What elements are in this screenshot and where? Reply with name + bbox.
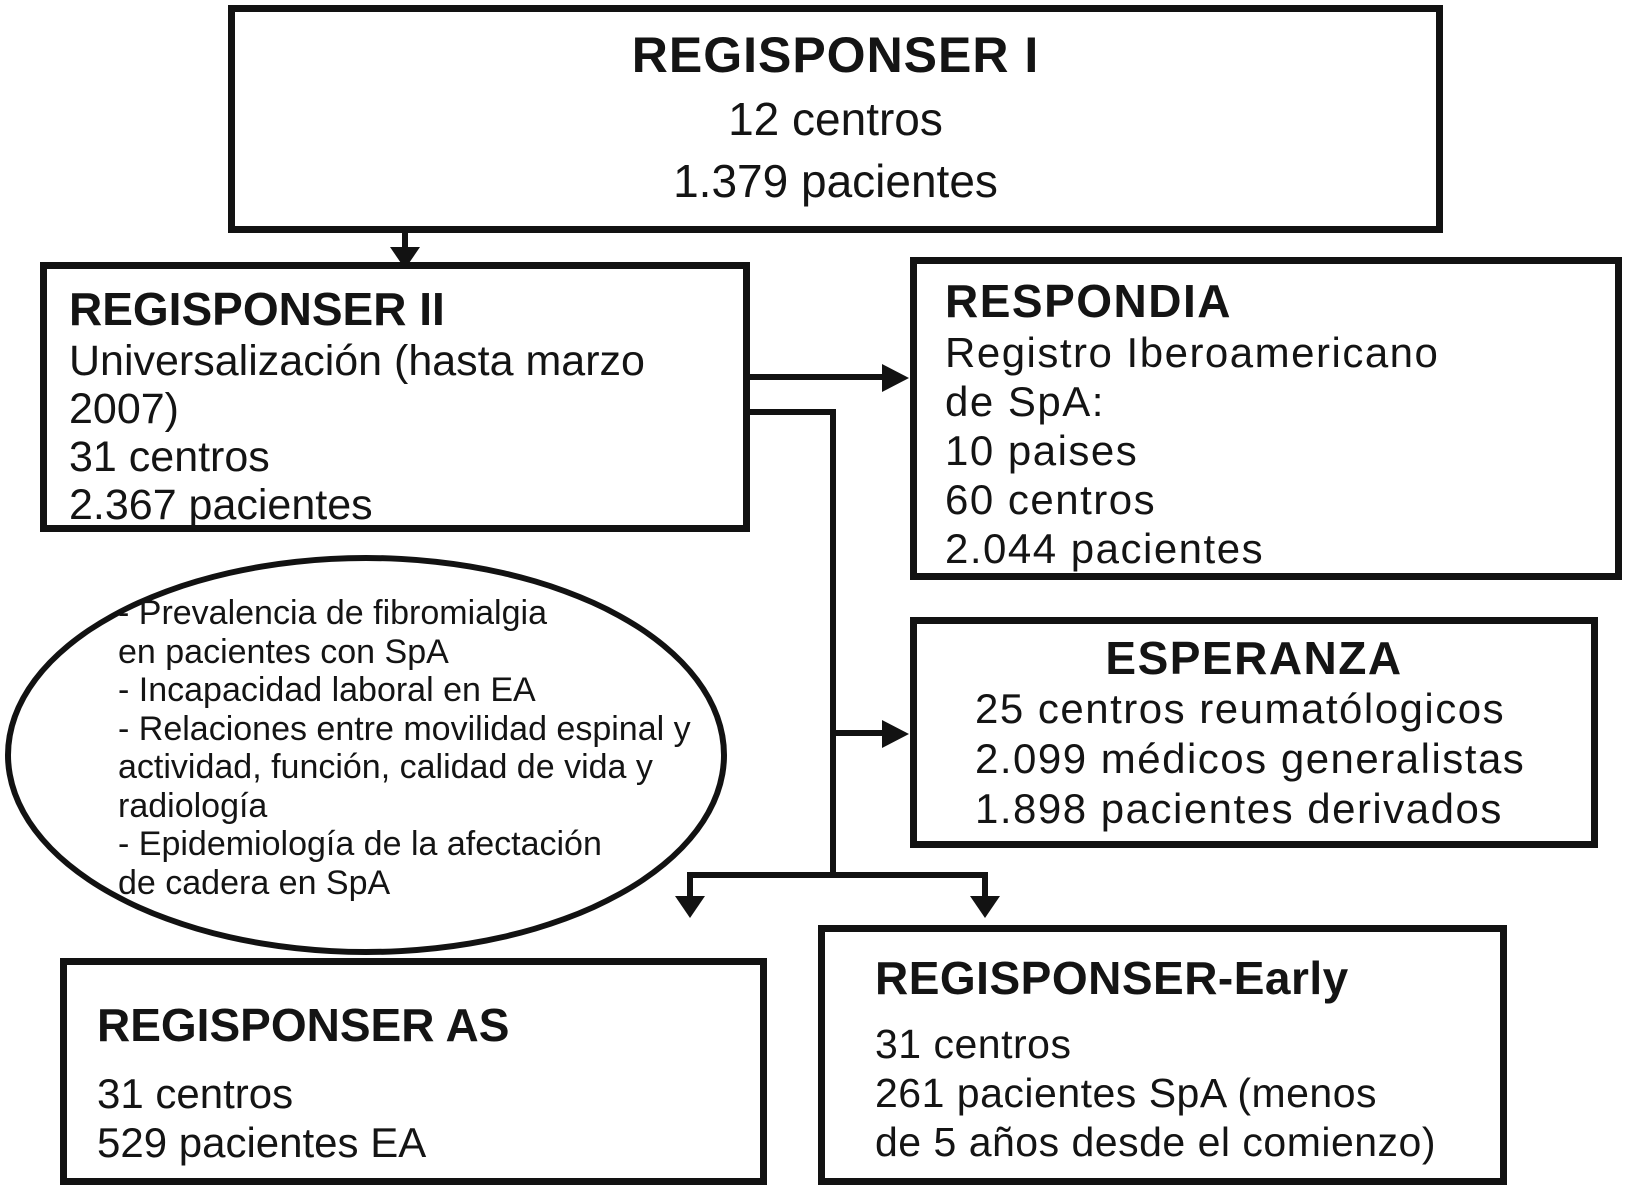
node-title: REGISPONSER II bbox=[69, 283, 445, 335]
node-line: 12 centros bbox=[728, 93, 943, 145]
node-line: 529 pacientes EA bbox=[97, 1119, 427, 1166]
node-esperanza: ESPERANZA 25 centros reumatólogicos 2.09… bbox=[910, 617, 1598, 848]
study-line: - Prevalencia de fibromialgia bbox=[118, 594, 547, 632]
study-line: en pacientes con SpA bbox=[118, 632, 449, 671]
node-line: 31 centros bbox=[69, 433, 270, 481]
study-line: - Incapacidad laboral en EA bbox=[118, 671, 536, 709]
node-line: 25 centros reumatólogicos bbox=[975, 685, 1506, 732]
node-title: REGISPONSER-Early bbox=[875, 952, 1349, 1004]
node-respondia: RESPONDIA Registro Iberoamericano de SpA… bbox=[910, 257, 1622, 580]
node-title: REGISPONSER AS bbox=[97, 999, 510, 1051]
node-line: 31 centros bbox=[97, 1070, 294, 1117]
connector-ii-to-respondia bbox=[750, 374, 884, 380]
node-line: 2.099 médicos generalistas bbox=[975, 735, 1526, 782]
node-regisponser-ii: REGISPONSER II Universalización (hasta m… bbox=[40, 262, 750, 532]
node-line: 2.044 pacientes bbox=[945, 525, 1265, 572]
study-line: - Relaciones entre movilidad espinal y bbox=[118, 709, 691, 748]
arrowhead-right-icon bbox=[882, 720, 909, 748]
arrowhead-right-icon bbox=[882, 364, 909, 392]
studies-ellipse-text: - Prevalencia de fibromialgia en pacient… bbox=[118, 594, 738, 902]
node-line: Registro Iberoamericano bbox=[945, 329, 1440, 376]
node-line: 261 pacientes SpA (menos bbox=[875, 1070, 1378, 1116]
connector-to-esperanza bbox=[836, 730, 882, 736]
study-line: - Epidemiología de la afectación bbox=[118, 825, 602, 863]
node-line: Universalización (hasta marzo bbox=[69, 337, 645, 385]
node-title: REGISPONSER I bbox=[631, 27, 1040, 83]
node-regisponser-early: REGISPONSER-Early 31 centros 261 pacient… bbox=[818, 925, 1507, 1185]
node-title: RESPONDIA bbox=[945, 275, 1232, 327]
connector-i-to-ii-stem bbox=[402, 233, 408, 249]
connector-ii-branch-vertical bbox=[830, 409, 836, 878]
node-regisponser-as: REGISPONSER AS 31 centros 529 pacientes … bbox=[60, 958, 767, 1185]
connector-to-regisponser-early-stem bbox=[982, 872, 988, 898]
connector-to-regisponser-as-stem bbox=[687, 872, 693, 898]
connector-ii-branch-horizontal bbox=[750, 409, 836, 415]
node-line: 2.367 pacientes bbox=[69, 481, 373, 529]
study-line: actividad, función, calidad de vida y bbox=[118, 748, 653, 786]
node-line: 1.898 pacientes derivados bbox=[975, 785, 1503, 832]
study-line: de cadera en SpA bbox=[118, 863, 391, 902]
connector-split-bar bbox=[687, 872, 988, 878]
study-line: radiología bbox=[118, 786, 268, 825]
node-line: de 5 años desde el comienzo) bbox=[875, 1119, 1437, 1165]
node-line: 60 centros bbox=[945, 476, 1157, 523]
node-regisponser-i: REGISPONSER I 12 centros 1.379 pacientes bbox=[228, 5, 1443, 233]
studies-ellipse bbox=[5, 555, 727, 955]
arrowhead-down-icon bbox=[675, 896, 705, 918]
node-line: 10 paises bbox=[945, 427, 1139, 474]
node-line: 31 centros bbox=[875, 1021, 1072, 1067]
node-title: ESPERANZA bbox=[1105, 632, 1403, 684]
node-line: 2007) bbox=[69, 385, 179, 433]
arrowhead-down-icon bbox=[970, 896, 1000, 918]
node-line: 1.379 pacientes bbox=[673, 155, 998, 207]
node-line: de SpA: bbox=[945, 378, 1105, 425]
